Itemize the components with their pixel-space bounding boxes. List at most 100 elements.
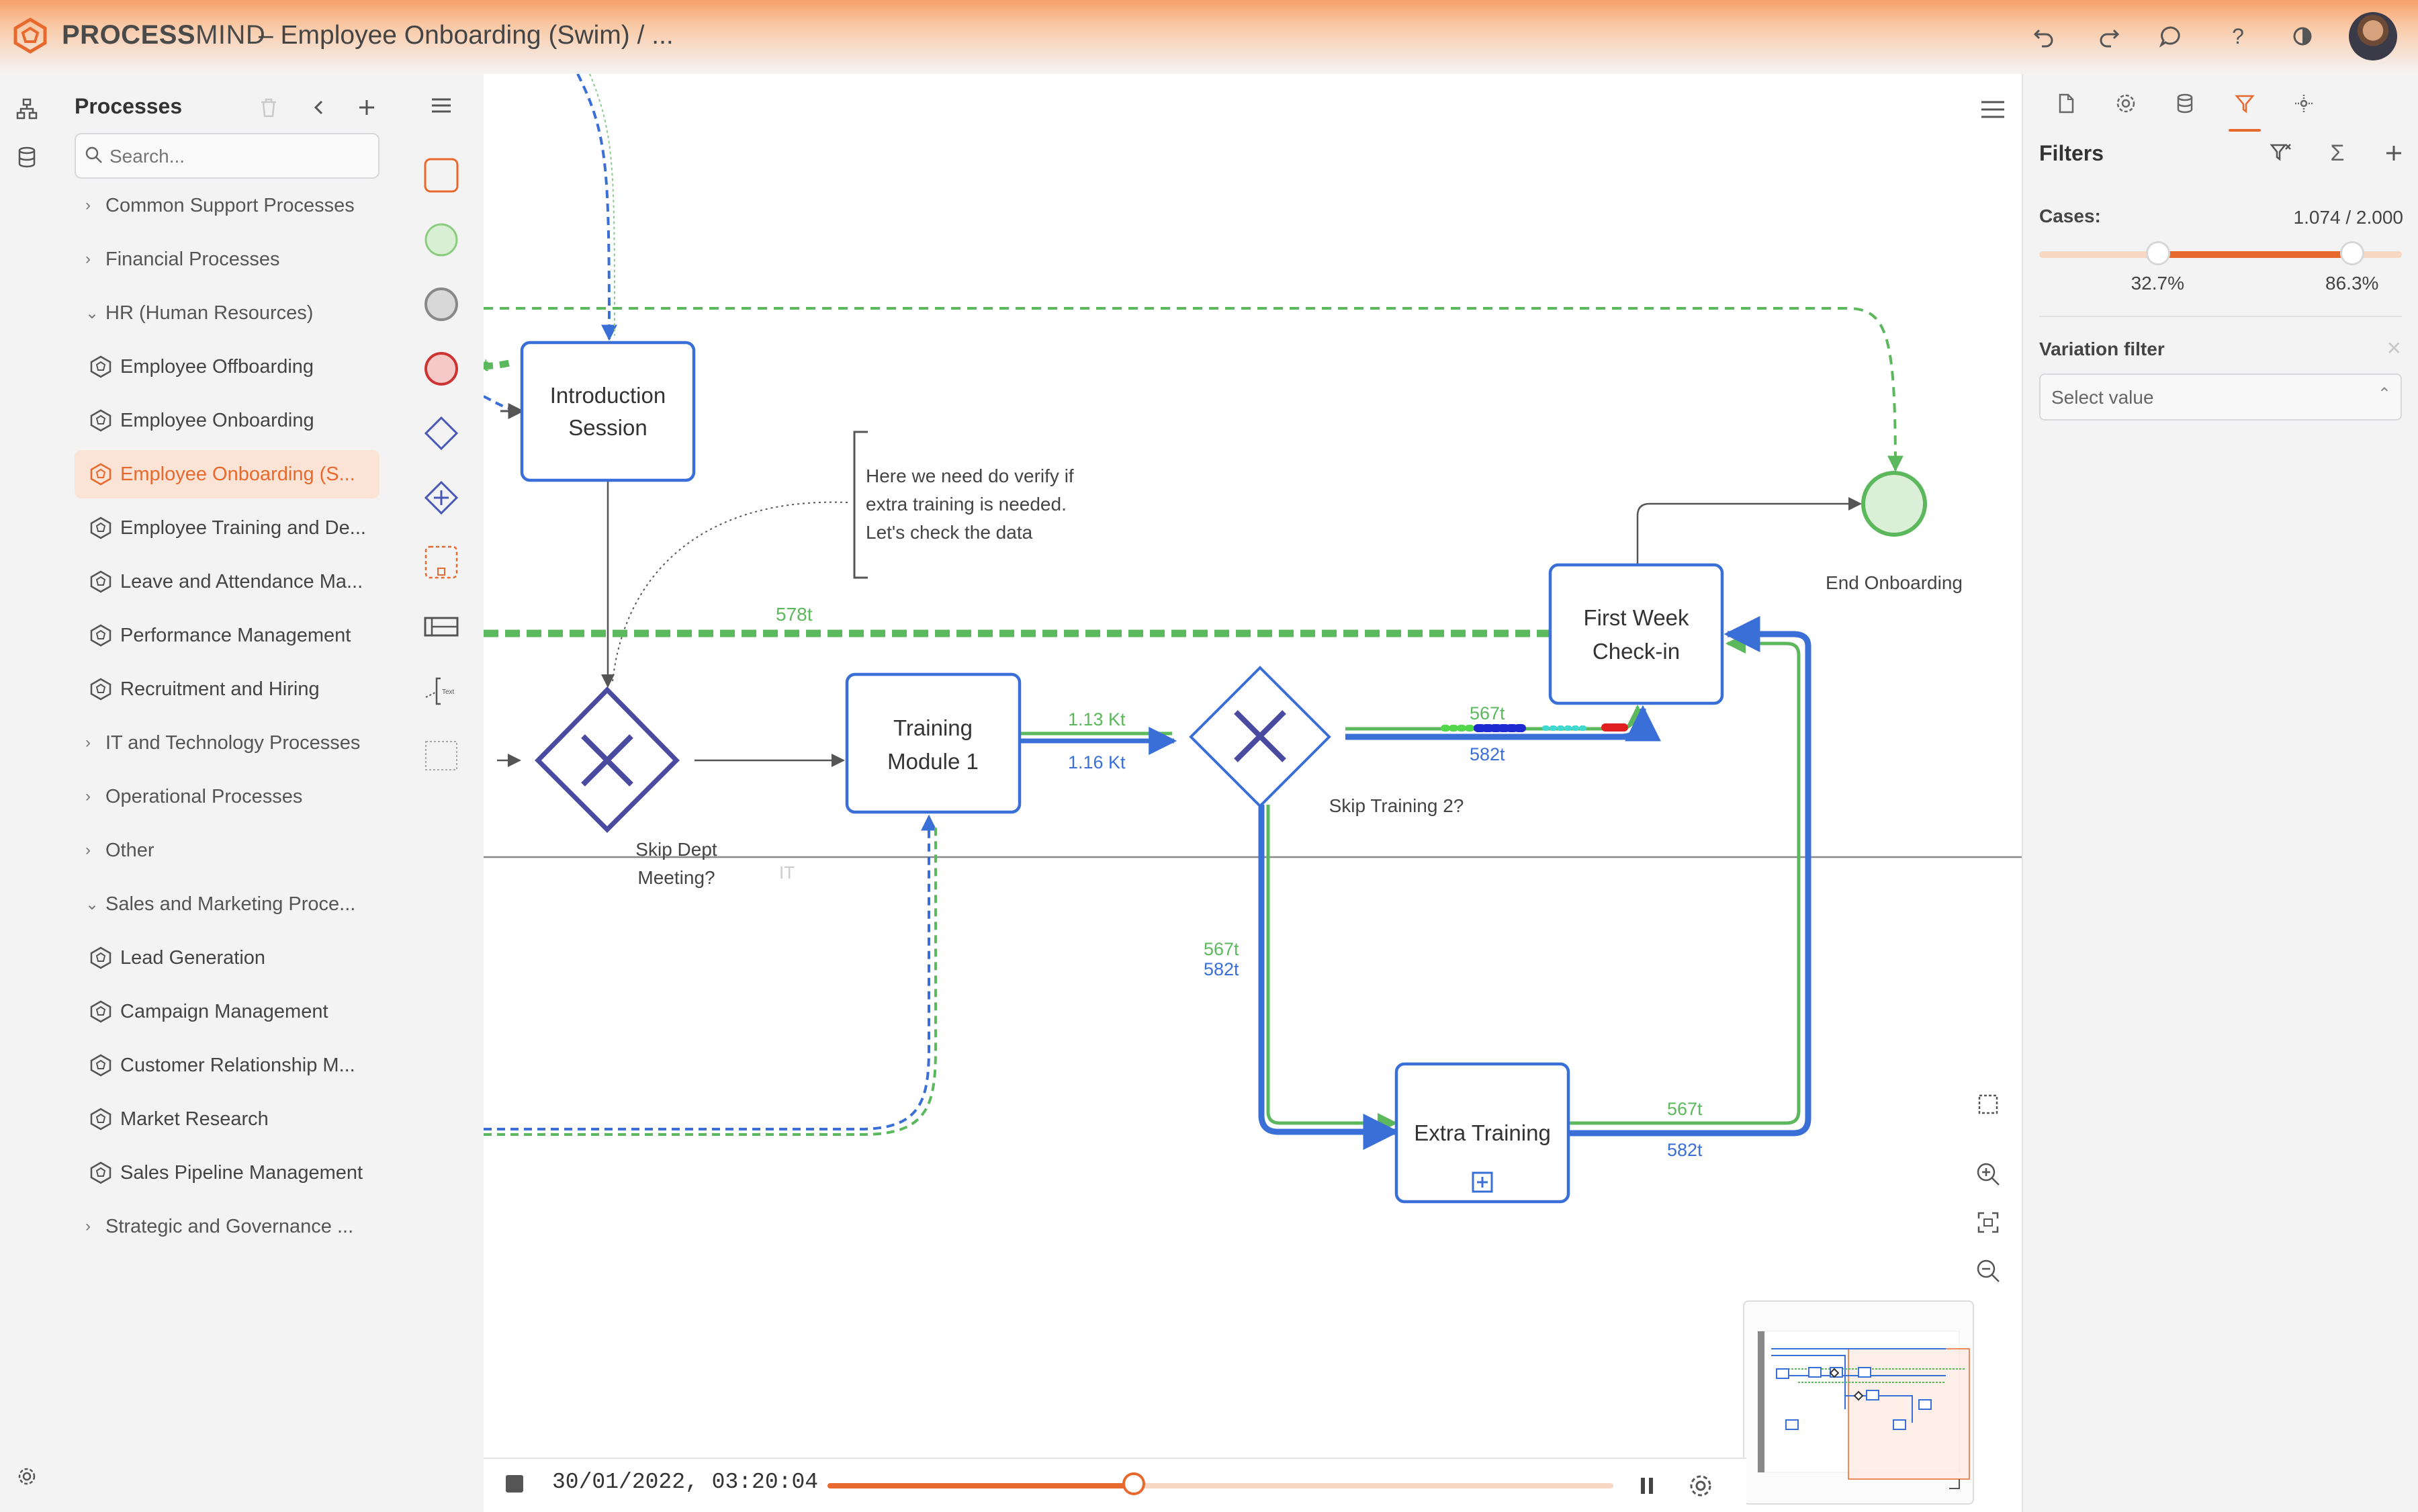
annotation-tool-icon[interactable]: Text bbox=[422, 672, 461, 711]
start-event-tool-icon[interactable] bbox=[422, 220, 461, 259]
clear-filters-icon[interactable] bbox=[2266, 138, 2296, 168]
chevron-right-icon: › bbox=[85, 1217, 91, 1235]
edge-label-578t: 578t bbox=[776, 604, 813, 625]
cases-range-high-label: 86.3% bbox=[2325, 273, 2379, 294]
playback-slider-handle[interactable] bbox=[1122, 1472, 1146, 1495]
search-input[interactable] bbox=[108, 142, 373, 171]
playback-timestamp: 30/01/2022, 03:20:04 bbox=[552, 1470, 819, 1495]
sigma-icon[interactable]: Σ bbox=[2330, 140, 2345, 166]
zoom-out-icon[interactable] bbox=[1969, 1252, 2007, 1290]
settings-icon[interactable] bbox=[12, 1462, 42, 1491]
database-icon[interactable] bbox=[12, 142, 42, 172]
process-item[interactable]: Market Research bbox=[75, 1095, 379, 1143]
tree-item-label: Lead Generation bbox=[120, 946, 266, 969]
process-item[interactable]: Employee Onboarding bbox=[75, 396, 379, 445]
edge-label-extra-582t: 582t bbox=[1667, 1140, 1703, 1160]
cases-range-slider[interactable] bbox=[2039, 241, 2402, 265]
document-icon[interactable] bbox=[2047, 85, 2085, 122]
process-folder[interactable]: ›Financial Processes bbox=[85, 235, 280, 283]
task-extra-training[interactable]: Extra Training bbox=[1394, 1062, 1570, 1204]
tree-item-label: IT and Technology Processes bbox=[105, 731, 361, 754]
process-folder[interactable]: › IT and Technology Processes bbox=[85, 719, 360, 767]
undo-icon[interactable] bbox=[2026, 19, 2061, 54]
top-bar: PROCESSMIND – Employee Onboarding (Swim)… bbox=[0, 0, 2418, 74]
process-icon bbox=[90, 1000, 111, 1023]
process-item[interactable]: Recruitment and Hiring bbox=[75, 665, 379, 713]
canvas-menu-icon[interactable] bbox=[1976, 93, 2010, 126]
process-item[interactable]: Lead Generation bbox=[75, 934, 379, 982]
process-item[interactable]: Leave and Attendance Ma... bbox=[75, 558, 379, 606]
subprocess-tool-icon[interactable] bbox=[422, 543, 461, 582]
task-first-week-check-in[interactable]: First Week Check-in bbox=[1548, 563, 1724, 705]
subprocess-expand-icon[interactable] bbox=[1472, 1171, 1493, 1193]
pause-icon[interactable] bbox=[1633, 1472, 1660, 1499]
database-icon[interactable] bbox=[2166, 85, 2204, 122]
chevron-right-icon: › bbox=[85, 733, 91, 752]
contrast-icon[interactable] bbox=[2285, 19, 2320, 54]
text-annotation[interactable]: Here we need do verify if extra training… bbox=[866, 465, 1074, 543]
end-event-end-onboarding[interactable]: End Onboarding bbox=[1826, 471, 1963, 593]
process-item[interactable]: Employee Training and De... bbox=[75, 504, 379, 552]
process-item[interactable]: Performance Management bbox=[75, 611, 379, 660]
process-tree-icon[interactable] bbox=[12, 94, 42, 124]
intermediate-event-tool-icon[interactable] bbox=[422, 285, 461, 324]
gateway-skip-dept-meeting[interactable]: Skip Dept Meeting? bbox=[535, 686, 717, 888]
delete-icon[interactable] bbox=[255, 94, 282, 121]
process-search[interactable] bbox=[75, 133, 379, 179]
cases-range-high-handle[interactable] bbox=[2340, 241, 2365, 265]
process-item[interactable]: Employee Onboarding (S... bbox=[75, 450, 379, 498]
svg-text:Let's check the data: Let's check the data bbox=[866, 522, 1033, 543]
process-folder[interactable]: ›Operational Processes bbox=[85, 772, 302, 821]
variation-select[interactable]: Select value ⌃ bbox=[2039, 373, 2402, 420]
add-filter-icon[interactable] bbox=[2379, 138, 2409, 168]
gateway-skip-training-2[interactable]: Skip Training 2? bbox=[1189, 666, 1464, 816]
end-event-tool-icon[interactable] bbox=[422, 349, 461, 388]
lane-tool-icon[interactable] bbox=[422, 607, 461, 646]
process-folder[interactable]: ›Common Support Processes bbox=[85, 181, 355, 230]
chevron-down-icon: ⌄ bbox=[85, 895, 99, 914]
bpmn-diagram[interactable]: IT t 578t 1.13 Kt 1. bbox=[484, 74, 2022, 1512]
filter-divider bbox=[2039, 316, 2402, 317]
collapse-sidebar-icon[interactable] bbox=[306, 94, 332, 121]
filters-panel: Filters Σ Cases: 1.074 / 2.000 32.7% 86.… bbox=[2022, 74, 2418, 1512]
add-process-icon[interactable] bbox=[353, 94, 380, 121]
playback-slider[interactable] bbox=[827, 1472, 1613, 1495]
task-introduction-session[interactable]: Introduction Session bbox=[520, 341, 696, 482]
task-training-module-1[interactable]: Training Module 1 bbox=[845, 672, 1022, 814]
cases-range-low-handle[interactable] bbox=[2145, 241, 2170, 265]
group-tool-icon[interactable] bbox=[422, 736, 461, 775]
zoom-in-icon[interactable] bbox=[1969, 1155, 2007, 1193]
diagram-minimap[interactable] bbox=[1743, 1300, 1974, 1505]
connectors-icon[interactable] bbox=[2285, 85, 2323, 122]
process-folder[interactable]: ›Other bbox=[85, 826, 154, 875]
playback-bar: 30/01/2022, 03:20:04 bbox=[484, 1458, 1746, 1512]
process-folder[interactable]: ⌄HR (Human Resources) bbox=[85, 289, 313, 337]
filter-icon[interactable] bbox=[2226, 85, 2264, 132]
task-tool-icon[interactable] bbox=[422, 156, 461, 195]
gateway-tool-icon[interactable] bbox=[422, 414, 461, 453]
redo-icon[interactable] bbox=[2092, 19, 2126, 54]
remove-variation-filter-icon[interactable]: ✕ bbox=[2386, 338, 2402, 359]
process-item[interactable]: Employee Offboarding bbox=[75, 343, 379, 391]
process-item[interactable]: Sales Pipeline Management bbox=[75, 1149, 379, 1197]
toolbox-menu-icon[interactable] bbox=[422, 86, 461, 125]
comment-icon[interactable] bbox=[2153, 19, 2188, 54]
svg-text:Extra Training: Extra Training bbox=[1414, 1120, 1551, 1145]
playback-settings-icon[interactable] bbox=[1686, 1471, 1715, 1501]
process-folder[interactable]: ⌄Sales and Marketing Proce... bbox=[85, 880, 355, 928]
parallel-gateway-tool-icon[interactable] bbox=[422, 478, 461, 517]
tree-item-label: Common Support Processes bbox=[105, 194, 355, 216]
process-item[interactable]: Campaign Management bbox=[75, 987, 379, 1036]
tree-item-label: Employee Offboarding bbox=[120, 355, 314, 377]
document-title[interactable]: – Employee Onboarding (Swim) / ... bbox=[259, 21, 674, 50]
stop-icon[interactable] bbox=[506, 1475, 523, 1493]
process-item[interactable]: Customer Relationship M... bbox=[75, 1041, 379, 1089]
diagram-canvas[interactable]: IT t 578t 1.13 Kt 1. bbox=[484, 74, 2022, 1512]
selection-icon[interactable] bbox=[1969, 1085, 2007, 1123]
fit-view-icon[interactable] bbox=[1969, 1204, 2007, 1241]
edge-label-down-567t: 567t bbox=[1204, 939, 1239, 959]
user-avatar[interactable] bbox=[2349, 12, 2397, 60]
process-folder[interactable]: ›Strategic and Governance ... bbox=[85, 1202, 353, 1251]
help-icon[interactable]: ? bbox=[2232, 24, 2244, 48]
gear-icon[interactable] bbox=[2107, 85, 2145, 122]
